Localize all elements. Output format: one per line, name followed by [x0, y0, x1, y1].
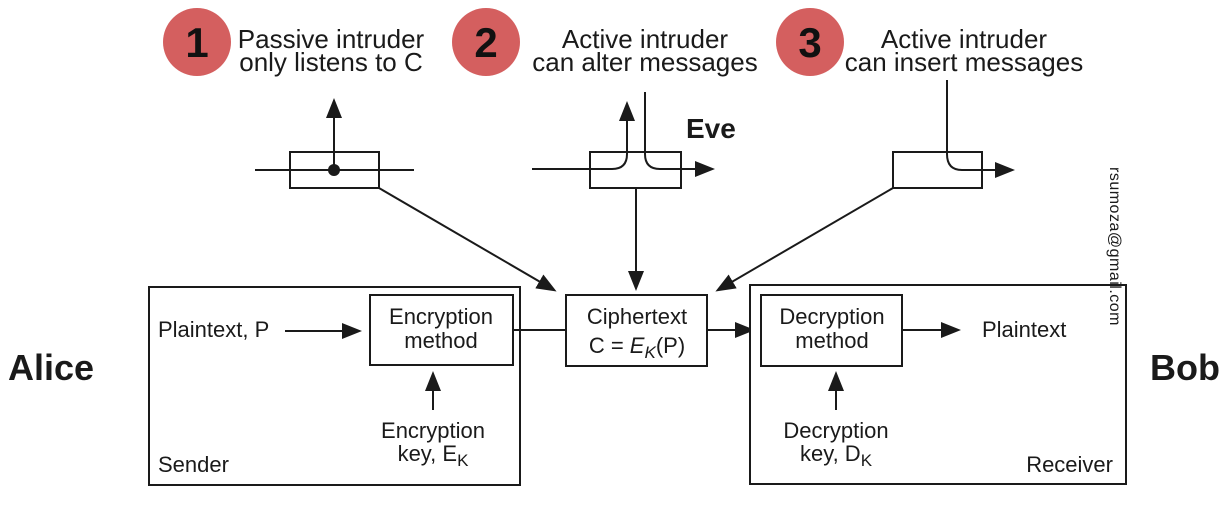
- wiretap-passive-to-ciphertext-arrow: [378, 187, 557, 292]
- channel-section: Ciphertext C = EK(P): [513, 294, 755, 367]
- encryption-method-label-line1: Encryption: [389, 304, 493, 329]
- decryption-method-label-line1: Decryption: [779, 304, 884, 329]
- sender-role-label: Sender: [158, 452, 229, 477]
- wiretap-alter: [532, 92, 715, 291]
- eve-name-label: Eve: [686, 113, 736, 144]
- encryption-key-label-line1: Encryption: [381, 418, 485, 443]
- threat-badge-1-number: 1: [185, 19, 208, 66]
- plaintext-output-label: Plaintext: [982, 317, 1066, 342]
- wiretap-passive: [255, 98, 557, 292]
- threat-annotations: 1 Passive intruder only listens to C 2 A…: [163, 8, 1083, 77]
- threat-1-text-line2: only listens to C: [239, 47, 423, 77]
- ciphertext-label: Ciphertext: [587, 304, 687, 329]
- threat-badge-2: [452, 8, 520, 76]
- receiver-role-label: Receiver: [1026, 452, 1113, 477]
- decryption-method-label-line2: method: [795, 328, 868, 353]
- plaintext-input-label: Plaintext, P: [158, 317, 269, 342]
- encryption-key-label-line2: key, EK: [398, 441, 470, 470]
- threat-badge-3: [776, 8, 844, 76]
- threat-badge-2-number: 2: [474, 19, 497, 66]
- wiretap-insert-box: [892, 151, 983, 189]
- wiretap-alter-reinject-arrow: [644, 92, 715, 177]
- ciphertext-box: [565, 294, 708, 367]
- threat-2-text-line1: Active intruder: [562, 24, 729, 54]
- threat-badge-1: [163, 8, 231, 76]
- sender-section: Plaintext, P Encryption method Encryptio…: [148, 286, 521, 486]
- encryption-method-box: [369, 294, 514, 366]
- threat-3-text-line2: can insert messages: [845, 47, 1083, 77]
- encryption-method-label-line2: method: [404, 328, 477, 353]
- threat-badge-3-number: 3: [798, 19, 821, 66]
- decryption-key-label-line2: key, DK: [800, 441, 873, 470]
- receiver-section: Decryption method Plaintext Decryption k…: [749, 284, 1127, 485]
- watermark-text: rsumoza@gmail.com: [1106, 167, 1123, 326]
- threat-1-text-line1: Passive intruder: [238, 24, 425, 54]
- threat-3-text-line1: Active intruder: [881, 24, 1048, 54]
- decryption-key-label-line1: Decryption: [783, 418, 888, 443]
- bob-name-label: Bob: [1150, 347, 1220, 388]
- alice-name-label: Alice: [8, 347, 94, 388]
- wiretap-alter-intercept-arrow: [532, 101, 635, 170]
- wiretap-insert: [715, 80, 1015, 292]
- wiretap-insert-to-ciphertext-arrow: [715, 187, 894, 292]
- threat-2-text-line2: can alter messages: [532, 47, 757, 77]
- ciphertext-formula: C = EK(P): [589, 333, 685, 362]
- wiretap-insert-inject-arrow: [946, 80, 1015, 178]
